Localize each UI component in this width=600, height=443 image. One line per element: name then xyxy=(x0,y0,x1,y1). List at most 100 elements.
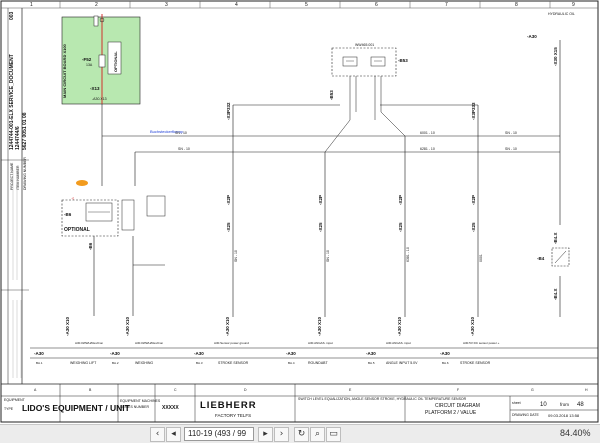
prev-page-icon[interactable]: ‹ xyxy=(150,427,165,442)
last-page-icon[interactable]: › xyxy=(274,427,289,442)
svg-text:A: A xyxy=(34,388,37,392)
a30-sub-3: BA.3 xyxy=(196,361,203,365)
serial-number: XXXXX xyxy=(162,405,179,411)
doc-line-3: 5627 0051 01 08 xyxy=(22,112,28,150)
svg-text:E: E xyxy=(349,388,352,392)
header-item: ITEM NUMBER xyxy=(16,165,20,190)
optional-left-label: OPTIONAL xyxy=(64,227,90,233)
svg-text:D: D xyxy=(244,388,247,392)
company-name: LIDO'S EQUIPMENT / UNIT xyxy=(22,403,131,413)
mid-conn-low-4: -X25 xyxy=(471,222,476,232)
hydraulic-label: HYDRAULIC OIL xyxy=(548,12,575,16)
bottom-conn-1: -A30 X10 xyxy=(65,316,70,336)
drawing-date-label: DRAWING DATE xyxy=(512,413,539,417)
a30-row-2: -A30 xyxy=(110,351,120,356)
drawing-date: 09.03.2018 13:58 xyxy=(548,413,580,418)
diagram-title-2: PLATFORM 2 / VALUE xyxy=(425,410,477,416)
svg-text:G: G xyxy=(531,388,534,392)
b6-label-2: -B6 xyxy=(88,242,93,250)
mid-conn-1: -X2P xyxy=(226,195,231,205)
bottom-conn-2: -A30 X10 xyxy=(125,316,130,336)
wire-5: SN - 10 xyxy=(234,250,238,262)
diagram-title-1: CIRCUIT DIAGRAM xyxy=(435,403,480,409)
bottom-desc-1: WEIGHING LIFT xyxy=(70,361,97,365)
b4x-label: -B4.X xyxy=(553,232,558,244)
doc-line-2: 1244744/6 xyxy=(15,126,21,150)
fit-page-icon[interactable]: ▭ xyxy=(326,427,341,442)
mid-conn-4: -X2P xyxy=(471,195,476,205)
a30-x13-label: -A30.X13 xyxy=(92,97,107,101)
svg-text:C: C xyxy=(174,388,177,392)
svg-text:2: 2 xyxy=(95,2,98,8)
document-id-block: 1244744-001-ELX SERVICE_DOCUMENT 1244744… xyxy=(1,11,29,378)
bus-label: Buchsteckerfkomp. xyxy=(150,129,184,134)
equipment-desc-2: SERIES NUMBER xyxy=(120,405,149,409)
equipment-label: EQUIPMENT xyxy=(4,398,26,402)
viewer-toolbar: ‹ ◂ 110-19 (493 / 99 ▸ › ↻ ⌕ ▭ 84.40% xyxy=(0,424,600,443)
bottom-note-6: A30.5V DC sensor power + xyxy=(463,341,500,345)
main-box-title: MAIN CIRCUIT BOARD X100 xyxy=(62,43,67,98)
fuse-label: -F52 xyxy=(82,57,92,62)
from-label: from xyxy=(560,402,569,407)
valve-block: WW465.001 -B53 xyxy=(324,43,408,153)
prev-page-button[interactable]: ◂ xyxy=(166,427,181,442)
wire-code-4: 0001 xyxy=(479,254,483,262)
sheet-number: 10 xyxy=(540,402,547,408)
svg-text:F: F xyxy=(457,388,459,392)
svg-text:6: 6 xyxy=(375,2,378,8)
top-conn-3: -X3P333 xyxy=(471,102,476,120)
a30-row-4: -A30 xyxy=(286,351,296,356)
header-project: PROJECT NAME xyxy=(10,162,14,190)
wire-code-1: 6001 - 10 xyxy=(420,131,435,135)
next-page-button[interactable]: ▸ xyxy=(258,427,273,442)
zoom-level[interactable]: 84.40% xyxy=(560,428,591,438)
equipment-desc-1: EQUIPMENT MACHINES xyxy=(120,399,161,403)
sheet-label: sheet xyxy=(512,401,521,405)
top-conn-1: -X3P332 xyxy=(226,102,231,120)
doc-line-1: 1244744-001-ELX SERVICE_DOCUMENT xyxy=(9,54,15,150)
b4-label: -B4 xyxy=(537,256,545,261)
wire-code-2: 6281 - 10 xyxy=(420,147,435,151)
a30-sub-5: BA.5 xyxy=(368,361,375,365)
svg-text:H: H xyxy=(585,388,588,392)
a30-sub-1: BA.1 xyxy=(36,361,43,365)
a30-row-6: -A30 xyxy=(440,351,450,356)
bottom-note-4: A30.ANGAS. input xyxy=(308,341,333,345)
from-number: 48 xyxy=(577,402,584,408)
bottom-note-2: A30.0WWH/Res/Con xyxy=(135,341,164,345)
a30-sub-6: BA.6 xyxy=(442,361,449,365)
wire-6: SN - 10 xyxy=(326,250,330,262)
type-label: TYPE xyxy=(4,407,14,411)
a30-sub-4: BA.4 xyxy=(288,361,295,365)
zoom-icon[interactable]: ⌕ xyxy=(310,427,325,442)
main-circuit-board-box: MAIN CIRCUIT BOARD X100 -F52 13A OPTIONA… xyxy=(61,14,141,105)
bottom-desc-4: ROUNDABT xyxy=(308,361,329,365)
plant-name: FACTORY TELFS xyxy=(215,413,251,418)
header-drawing: DRAWING NUMBER xyxy=(23,157,27,190)
bottom-conn-3: -A30 X10 xyxy=(225,316,230,336)
bottom-desc-2: WEIGHING xyxy=(135,361,153,365)
svg-text:3: 3 xyxy=(165,2,168,8)
mid-conn-2: -X2P xyxy=(318,195,323,205)
mid-conn-3: -X2P xyxy=(398,195,403,205)
a30-row-1: -A30 xyxy=(34,351,44,356)
wire-1: SN - 10 xyxy=(175,131,187,135)
rotate-icon[interactable]: ↻ xyxy=(294,427,309,442)
title-block: EQUIPMENT TYPE LIDO'S EQUIPMENT / UNIT E… xyxy=(1,384,598,422)
page-number-input[interactable]: 110-19 (493 / 99 xyxy=(184,427,254,441)
bottom-conn-4: -A30 X10 xyxy=(317,316,322,336)
optional-small-label: OPTIONAL xyxy=(113,51,118,72)
mid-conn-low-2: -X25 xyxy=(318,222,323,232)
top-conn-2: -B53 xyxy=(329,90,334,100)
mid-conn-low-3: -X25 xyxy=(398,222,403,232)
description-line: SWITCH LEVEL EQUALIZATION, ANGLE SENSOR … xyxy=(298,397,467,401)
a30-sub-2: BA.2 xyxy=(112,361,119,365)
wire-4: SN - 10 xyxy=(505,147,517,151)
a30-row-5: -A30 xyxy=(366,351,376,356)
bottom-desc-3: STROKE SENSOR xyxy=(218,361,249,365)
doc-code: 003 xyxy=(9,11,15,20)
svg-text:7: 7 xyxy=(445,2,448,8)
wire-2: SN - 10 xyxy=(178,147,190,151)
mid-conn-low-1: -X25 xyxy=(226,222,231,232)
